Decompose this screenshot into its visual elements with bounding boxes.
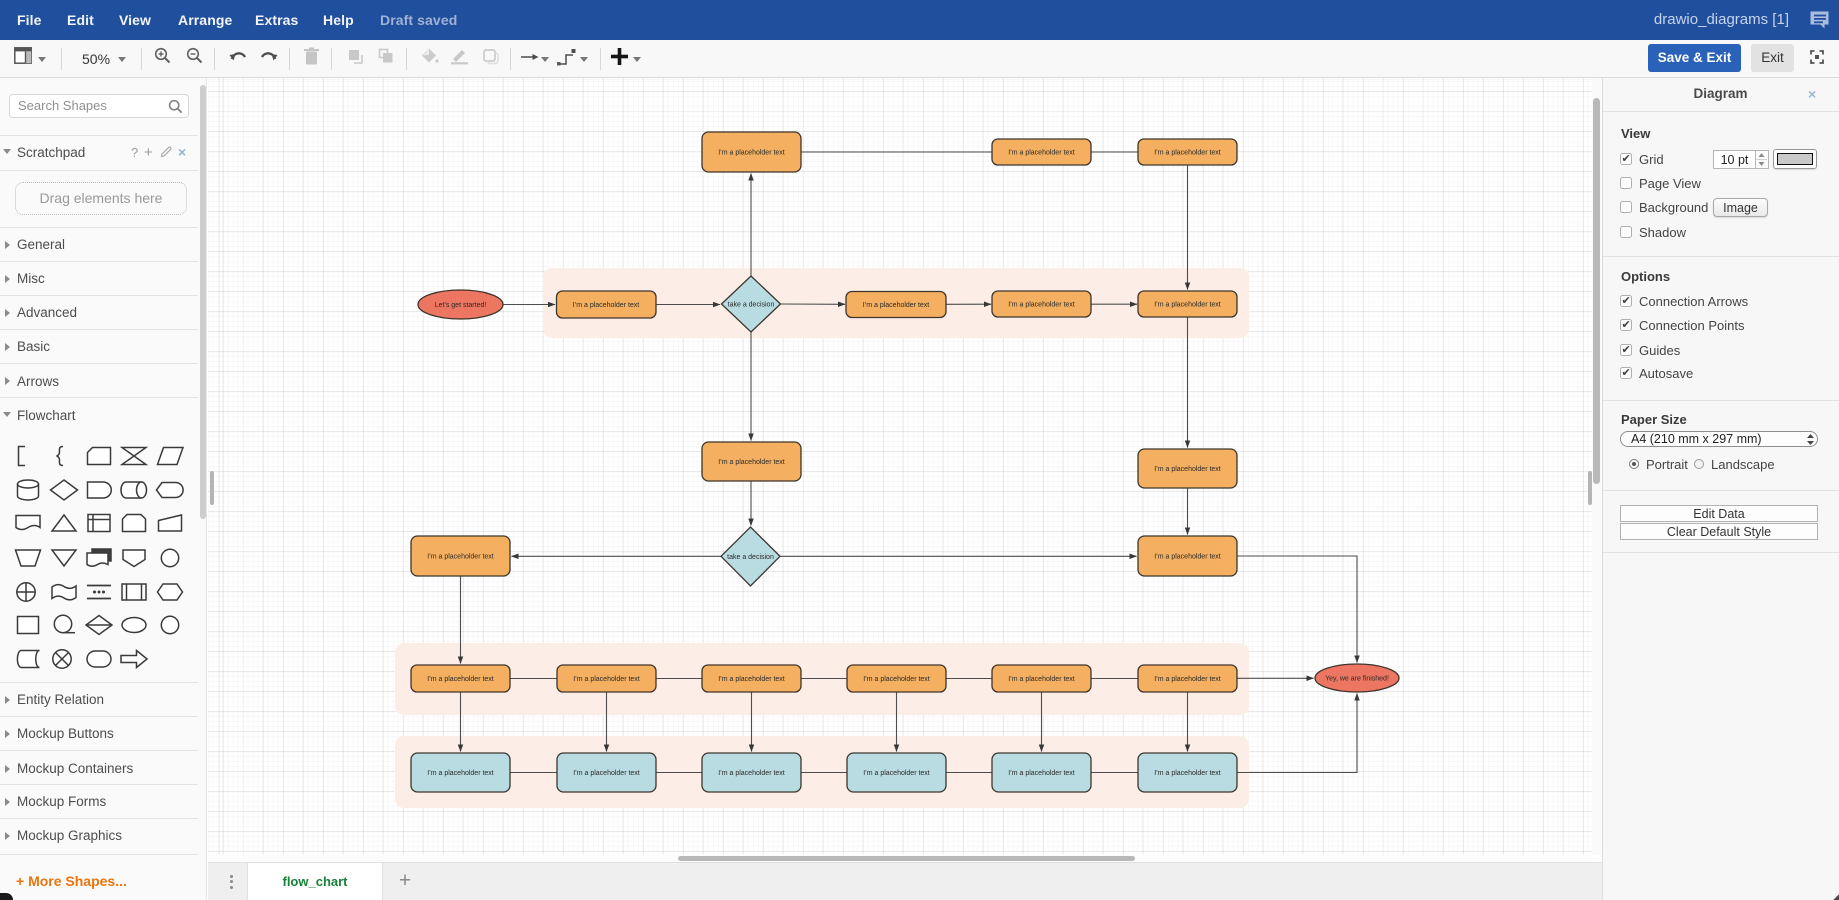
svg-text:I’m a placeholder text: I’m a placeholder text	[573, 302, 640, 309]
svg-text:take a decision: take a decision	[727, 554, 774, 561]
svg-text:I’m a placeholder text: I’m a placeholder text	[863, 770, 930, 777]
svg-text:I’m a placeholder text: I’m a placeholder text	[1154, 770, 1221, 777]
svg-text:I’m a placeholder text: I’m a placeholder text	[573, 770, 640, 777]
svg-text:Yey, we are finished!: Yey, we are finished!	[1325, 676, 1389, 683]
svg-text:I’m a placeholder text: I’m a placeholder text	[427, 770, 494, 777]
svg-text:I’m a placeholder text: I’m a placeholder text	[718, 150, 785, 157]
svg-text:I’m a placeholder text: I’m a placeholder text	[1154, 302, 1221, 309]
svg-text:I’m a placeholder text: I’m a placeholder text	[573, 676, 640, 683]
svg-text:I’m a placeholder text: I’m a placeholder text	[863, 676, 930, 683]
svg-text:I’m a placeholder text: I’m a placeholder text	[1154, 554, 1221, 561]
svg-text:I’m a placeholder text: I’m a placeholder text	[718, 770, 785, 777]
svg-text:I’m a placeholder text: I’m a placeholder text	[1008, 302, 1075, 309]
svg-text:I’m a placeholder text: I’m a placeholder text	[1154, 466, 1221, 473]
svg-text:I’m a placeholder text: I’m a placeholder text	[1008, 676, 1075, 683]
svg-text:I’m a placeholder text: I’m a placeholder text	[1008, 770, 1075, 777]
svg-text:I’m a placeholder text: I’m a placeholder text	[718, 459, 785, 466]
svg-text:I’m a placeholder text: I’m a placeholder text	[1008, 150, 1075, 157]
svg-text:I’m a placeholder text: I’m a placeholder text	[863, 302, 930, 309]
svg-text:take a decision: take a decision	[728, 302, 775, 309]
svg-text:I’m a placeholder text: I’m a placeholder text	[427, 676, 494, 683]
svg-text:Let’s get started!: Let’s get started!	[435, 302, 487, 309]
svg-text:I’m a placeholder text: I’m a placeholder text	[427, 554, 494, 561]
svg-text:I’m a placeholder text: I’m a placeholder text	[718, 676, 785, 683]
svg-text:I’m a placeholder text: I’m a placeholder text	[1154, 676, 1221, 683]
svg-text:I’m a placeholder text: I’m a placeholder text	[1154, 150, 1221, 157]
